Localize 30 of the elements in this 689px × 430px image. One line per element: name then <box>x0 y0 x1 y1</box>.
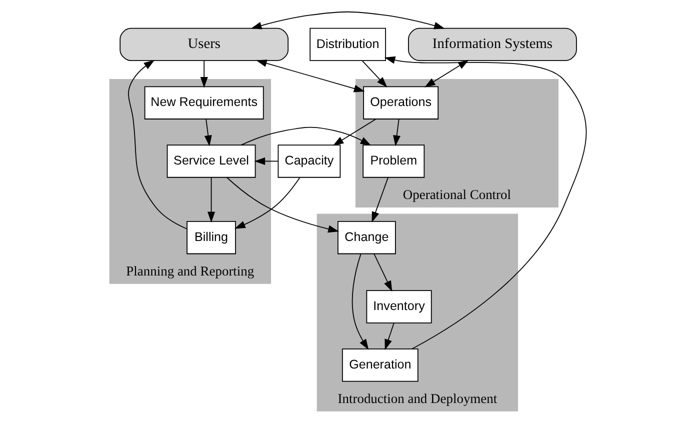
arrow <box>208 177 216 223</box>
arrow <box>128 60 188 230</box>
arrow <box>256 60 365 92</box>
arrow <box>384 322 394 350</box>
node-box: Problem <box>362 144 425 178</box>
node-box: Information Systems <box>408 28 577 62</box>
node-box: Operations <box>363 86 439 120</box>
arrow <box>352 254 369 350</box>
arrow <box>200 60 208 88</box>
node-box: Distribution <box>310 28 386 62</box>
arrow <box>240 126 372 146</box>
node-box: Users <box>120 28 289 62</box>
arrow <box>384 56 587 350</box>
node-box: Change <box>338 220 396 254</box>
arrow <box>372 177 388 223</box>
arrow <box>226 177 339 233</box>
arrow <box>254 157 278 165</box>
node-box: Billing <box>186 220 236 254</box>
arrow <box>393 118 401 146</box>
node-box: Capacity <box>278 144 341 178</box>
arrow <box>250 11 445 30</box>
node-box: Generation <box>342 348 418 382</box>
node-box: New Requirements <box>144 86 264 120</box>
arrow <box>374 253 392 292</box>
arrow <box>332 118 376 146</box>
arrow <box>362 60 388 88</box>
arrow <box>234 177 300 229</box>
arrow <box>204 118 212 146</box>
node-box: Inventory <box>366 290 432 324</box>
node-box: Service Level <box>166 144 256 178</box>
